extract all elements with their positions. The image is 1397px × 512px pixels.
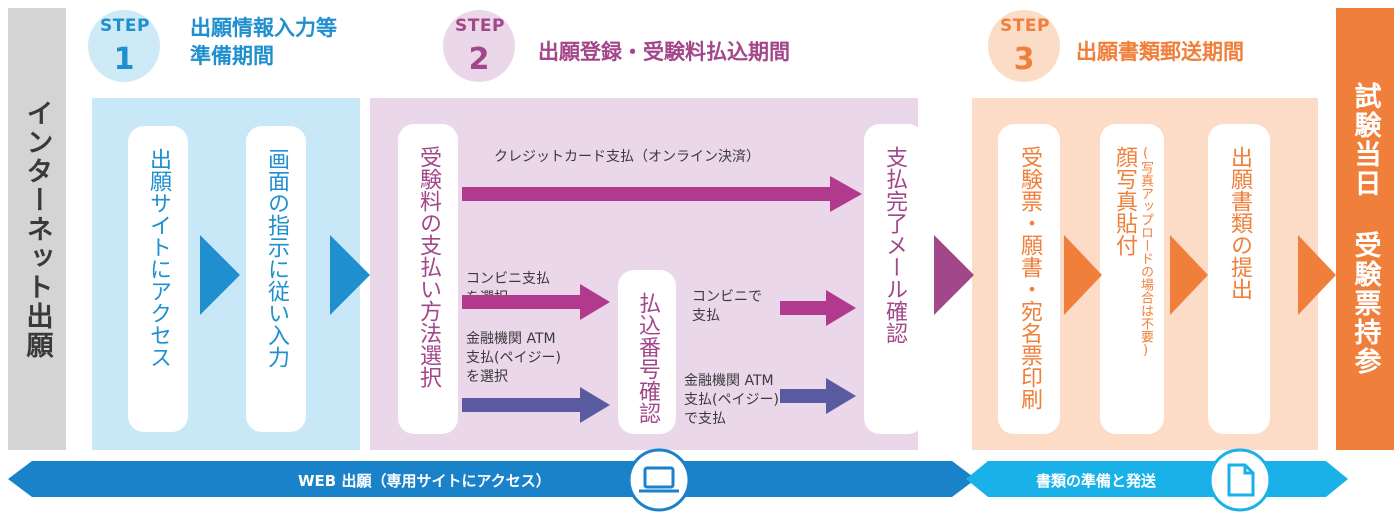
step1-word: STEP [100, 16, 150, 36]
step2-card-mail-label: 支払完了メール確認 [882, 146, 907, 344]
step1-card-input: 画面の指示に従い入力 [246, 126, 306, 432]
step2-word: STEP [455, 16, 505, 36]
document-icon [1208, 448, 1272, 512]
step1-card-access-label: 出願サイトにアクセス [146, 148, 171, 368]
atm-pay-arrow [780, 378, 856, 414]
step3-card-photo-note: (写真アップロードの場合は不要) [1138, 146, 1153, 358]
step1-title-line1: 出願情報入力等 [190, 16, 337, 40]
step1-title-line2: 準備期間 [190, 44, 274, 68]
step3-card-print: 受験票・願書・宛名票印刷 [998, 124, 1060, 434]
step2-title: 出願登録・受験料払込期間 [538, 40, 790, 64]
step2-card-method-label: 受験料の支払い方法選択 [416, 146, 441, 388]
left-sidebar: インターネット出願 [8, 8, 66, 450]
conv-select-arrow [462, 284, 610, 320]
chevron-icon [934, 235, 974, 315]
step3-number: 3 [1013, 42, 1035, 77]
step2-card-mail: 支払完了メール確認 [864, 124, 924, 434]
chevron-icon [1064, 235, 1102, 315]
step3-card-submit: 出願書類の提出 [1208, 124, 1270, 434]
docs-bar [966, 461, 1348, 497]
chevron-icon [200, 235, 240, 315]
step2-card-number-label: 払込番号確認 [635, 292, 660, 424]
docs-bar-label: 書類の準備と発送 [1036, 472, 1157, 490]
step1-card-input-label: 画面の指示に従い入力 [264, 148, 289, 368]
step1-number: 1 [113, 42, 135, 77]
step1-title: 出願情報入力等 準備期間 [190, 14, 337, 70]
right-sidebar: 試験当日 受験票持参 [1336, 8, 1394, 450]
step3-title: 出願書類郵送期間 [1076, 40, 1244, 64]
right-sidebar-label: 試験当日 受験票持参 [1349, 82, 1381, 376]
laptop-icon [627, 448, 691, 512]
step2-badge: STEP 2 [443, 10, 515, 82]
step2-number: 2 [468, 42, 490, 77]
chevron-icon [1170, 235, 1208, 315]
step1-card-access: 出願サイトにアクセス [128, 126, 188, 432]
step3-badge: STEP 3 [988, 10, 1060, 82]
left-sidebar-label: インターネット出願 [21, 98, 53, 360]
chevron-icon [1298, 235, 1336, 315]
step3-card-submit-label: 出願書類の提出 [1227, 146, 1252, 300]
step3-word: STEP [1000, 16, 1050, 36]
credit-label: クレジットカード支払（オンライン決済） [494, 149, 760, 165]
step2-card-number: 払込番号確認 [618, 270, 676, 434]
chevron-icon [330, 235, 370, 315]
web-bar-label: WEB 出願（専用サイトにアクセス） [298, 472, 551, 490]
atm-select-label: 金融機関 ATM 支払(ペイジー) を選択 [466, 331, 561, 385]
credit-arrow [462, 176, 862, 212]
conv-pay-label: コンビニで 支払 [692, 289, 762, 324]
atm-pay-label: 金融機関 ATM 支払(ペイジー) で支払 [684, 373, 779, 427]
atm-select-arrow [462, 387, 610, 423]
conv-pay-arrow [780, 290, 856, 326]
step3-card-photo-label: 顔写真貼付 [1112, 146, 1137, 256]
step2-card-method: 受験料の支払い方法選択 [398, 124, 458, 434]
step3-card-photo: 顔写真貼付 (写真アップロードの場合は不要) [1100, 124, 1164, 434]
web-bar [8, 461, 976, 497]
step1-badge: STEP 1 [88, 10, 160, 82]
step3-card-print-label: 受験票・願書・宛名票印刷 [1017, 146, 1042, 410]
